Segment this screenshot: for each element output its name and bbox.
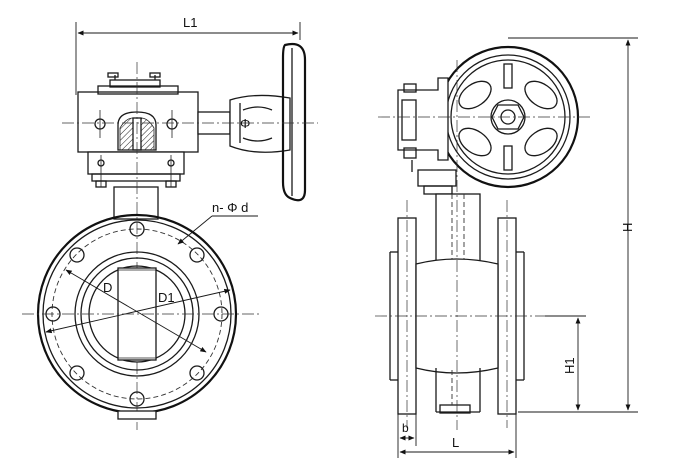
handwheel-side: Φ [197, 42, 307, 202]
label-b: b [402, 421, 409, 435]
dimension-H: H [508, 37, 638, 413]
dimension-L1: L1 [75, 15, 301, 95]
label-L1: L1 [183, 15, 197, 30]
side-view: H H1 b L [375, 37, 638, 458]
label-D1: D1 [158, 290, 175, 305]
label-n-phi-d: n- Φ d [212, 200, 248, 215]
label-H: H [620, 223, 635, 232]
label-H1: H1 [562, 357, 577, 374]
dimension-H1: H1 [545, 315, 586, 411]
callout-n-phi-d: n- Φ d [177, 200, 258, 245]
label-D: D [103, 280, 112, 295]
dimension-D-D1: D D1 [45, 269, 231, 353]
dimension-L-b: b L [397, 414, 517, 458]
label-phi: Φ [240, 116, 250, 131]
flange-front [22, 213, 262, 420]
gearbox-side [397, 77, 457, 195]
gearbox [77, 72, 199, 220]
front-view: L1 [22, 15, 318, 430]
label-L: L [452, 435, 459, 450]
